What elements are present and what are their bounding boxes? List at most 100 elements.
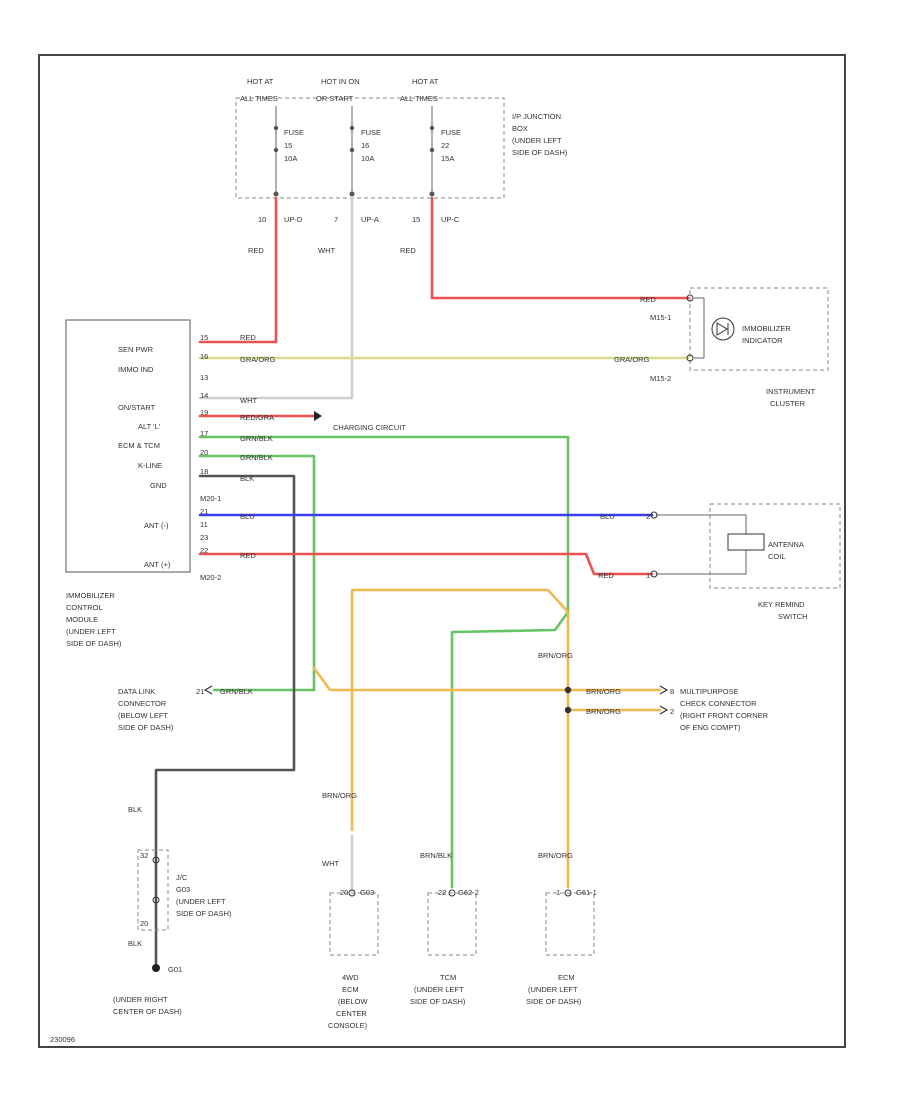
mpcc-label: CHECK CONNECTOR (680, 699, 757, 708)
wire-brn-org-mpcc (312, 666, 662, 692)
module-pin-number: 19 (200, 408, 208, 417)
fuse-header-2b: OR START (316, 94, 354, 103)
module-label: MODULE (66, 615, 98, 624)
switch-label: SWITCH (778, 612, 808, 621)
data-link-connector: 21 DATA LINK CONNECTOR (BELOW LEFT SIDE … (118, 685, 213, 732)
module-pin-number: 16 (200, 352, 208, 361)
switch-pin: 1 (646, 571, 650, 580)
fuse-pin: 10 (258, 215, 266, 224)
module-connector: M20-2 (200, 573, 221, 582)
wire-label-brn-org: BRN/ORG (538, 851, 573, 860)
ecu-label: TCM (440, 973, 456, 982)
cluster-label: INSTRUMENT (766, 387, 816, 396)
ecu-label: ECM (558, 973, 575, 982)
fuse-box-label-4: SIDE OF DASH) (512, 148, 568, 157)
ecu-label: CONSOLE) (328, 1021, 368, 1030)
wire-label-grn-blk: GRN/BLK (220, 687, 253, 696)
module-pin-label: IMMO IND (118, 365, 154, 374)
wire-blk-gnd (154, 474, 296, 968)
wire-red-cluster (430, 196, 690, 300)
charging-circuit-label: CHARGING CIRCUIT (333, 423, 406, 432)
module-label: SIDE OF DASH) (66, 639, 122, 648)
module-pin-label: ANT (-) (144, 521, 169, 530)
wire-grn-blk-ecm (198, 435, 570, 889)
mpcc-pin: 2 (670, 707, 674, 716)
wire-label-gra-org: GRA/ORG (614, 355, 650, 364)
ground-point: G01 (UNDER RIGHT CENTER OF DASH) (113, 964, 182, 1016)
fuse-box-label-3: (UNDER LEFT (512, 136, 562, 145)
connector-arrow-icon (659, 705, 669, 715)
indicator-lamp-icon (711, 317, 735, 341)
module-pin-number: 20 (200, 448, 208, 457)
jc-label: SIDE OF DASH) (176, 909, 232, 918)
fuse-header-1b: ALL TIMES (240, 94, 278, 103)
wire-label-white: WHT (318, 246, 335, 255)
fuse-header-1a: HOT AT (247, 77, 274, 86)
ecu-label: SIDE OF DASH) (410, 997, 466, 1006)
diagram-id: 230096 (50, 1035, 75, 1044)
ground-label: CENTER OF DASH) (113, 1007, 182, 1016)
multipurpose-connector: 8 2 MULTIPURPOSE CHECK CONNECTOR (RIGHT … (659, 685, 769, 732)
ecu-4wd: 20 G03 4WD ECM (BELOW CENTER CONSOLE) (328, 888, 379, 1030)
module-pin-number: 18 (200, 467, 208, 476)
coil-label: COIL (768, 552, 786, 561)
fuse-number: 22 (441, 141, 449, 150)
cluster-label: CLUSTER (770, 399, 806, 408)
wire-red-sen-pwr (198, 196, 278, 344)
cluster-pin: M15-1 (650, 313, 671, 322)
data-link-label: SIDE OF DASH) (118, 723, 174, 732)
jc-label: G03 (176, 885, 190, 894)
fuse-amps: 15A (441, 154, 454, 163)
fuse-label: FUSE (441, 128, 461, 137)
indicator-label: IMMOBILIZER (742, 324, 791, 333)
ecu-label: SIDE OF DASH) (526, 997, 582, 1006)
data-link-label: DATA LINK (118, 687, 155, 696)
wire-red-ant-pos (198, 552, 654, 576)
module-pin-label: SEN PWR (118, 345, 154, 354)
fuse-pin: UP-C (441, 215, 460, 224)
module-pin-label: K-LINE (138, 461, 162, 470)
wire-white-on-start (198, 196, 354, 400)
ground-label: (UNDER RIGHT (113, 995, 168, 1004)
antenna-coil-icon (727, 533, 765, 551)
wire-label-blu: BLU (600, 512, 615, 521)
charging-arrow (314, 411, 322, 421)
ecu-ecm: 1 G61-1 ECM (UNDER LEFT SIDE OF DASH) (526, 888, 597, 1006)
module-pin-number: 14 (200, 391, 208, 400)
wire-label-red: RED (248, 246, 264, 255)
ground-icon (152, 964, 160, 972)
wire-label-grn-blk: GRN/BLK (240, 453, 273, 462)
indicator-label: INDICATOR (742, 336, 783, 345)
mpcc-label: OF ENG COMPT) (680, 723, 741, 732)
switch-label: KEY REMIND (758, 600, 805, 609)
wire-label-red: RED (240, 551, 256, 560)
wire-label-brn-org: BRN/ORG (538, 651, 573, 660)
fuse-header-2a: HOT IN ON (321, 77, 360, 86)
fuse-pin: UP-A (361, 215, 379, 224)
data-link-label: CONNECTOR (118, 699, 167, 708)
fuse-box: HOT AT ALL TIMES HOT IN ON OR START HOT … (235, 77, 568, 224)
fuse-amps: 10A (284, 154, 297, 163)
connector-arrow-icon (659, 685, 669, 695)
wire-label-brn-org: BRN/ORG (586, 687, 621, 696)
ecu-connector: G61-1 (576, 888, 597, 897)
ecu-label: (UNDER LEFT (414, 985, 464, 994)
data-link-pin: 21 (196, 687, 204, 696)
fuse-label: FUSE (284, 128, 304, 137)
ecu-label: CENTER (336, 1009, 367, 1018)
wire-label-red-gra: RED/GRA (240, 413, 274, 422)
ecu-label: ECM (342, 985, 359, 994)
cluster-pin: M15-2 (650, 374, 671, 383)
mpcc-label: MULTIPURPOSE (680, 687, 739, 696)
wire-label-blu: BLU (240, 512, 255, 521)
module-pin-number: 15 (200, 333, 208, 342)
fuse-pin: UP-D (284, 215, 303, 224)
module-pin-number: 17 (200, 429, 208, 438)
ecu-tcm: 22 G62-2 TCM (UNDER LEFT SIDE OF DASH) (410, 888, 479, 1006)
wire-label-blk: BLK (128, 805, 142, 814)
ecu-pin: 22 (438, 888, 446, 897)
module-pin-label: ALT 'L' (138, 422, 161, 431)
coil-label: ANTENNA (768, 540, 804, 549)
fuse-number: 15 (284, 141, 292, 150)
module-label: CONTROL (66, 603, 103, 612)
